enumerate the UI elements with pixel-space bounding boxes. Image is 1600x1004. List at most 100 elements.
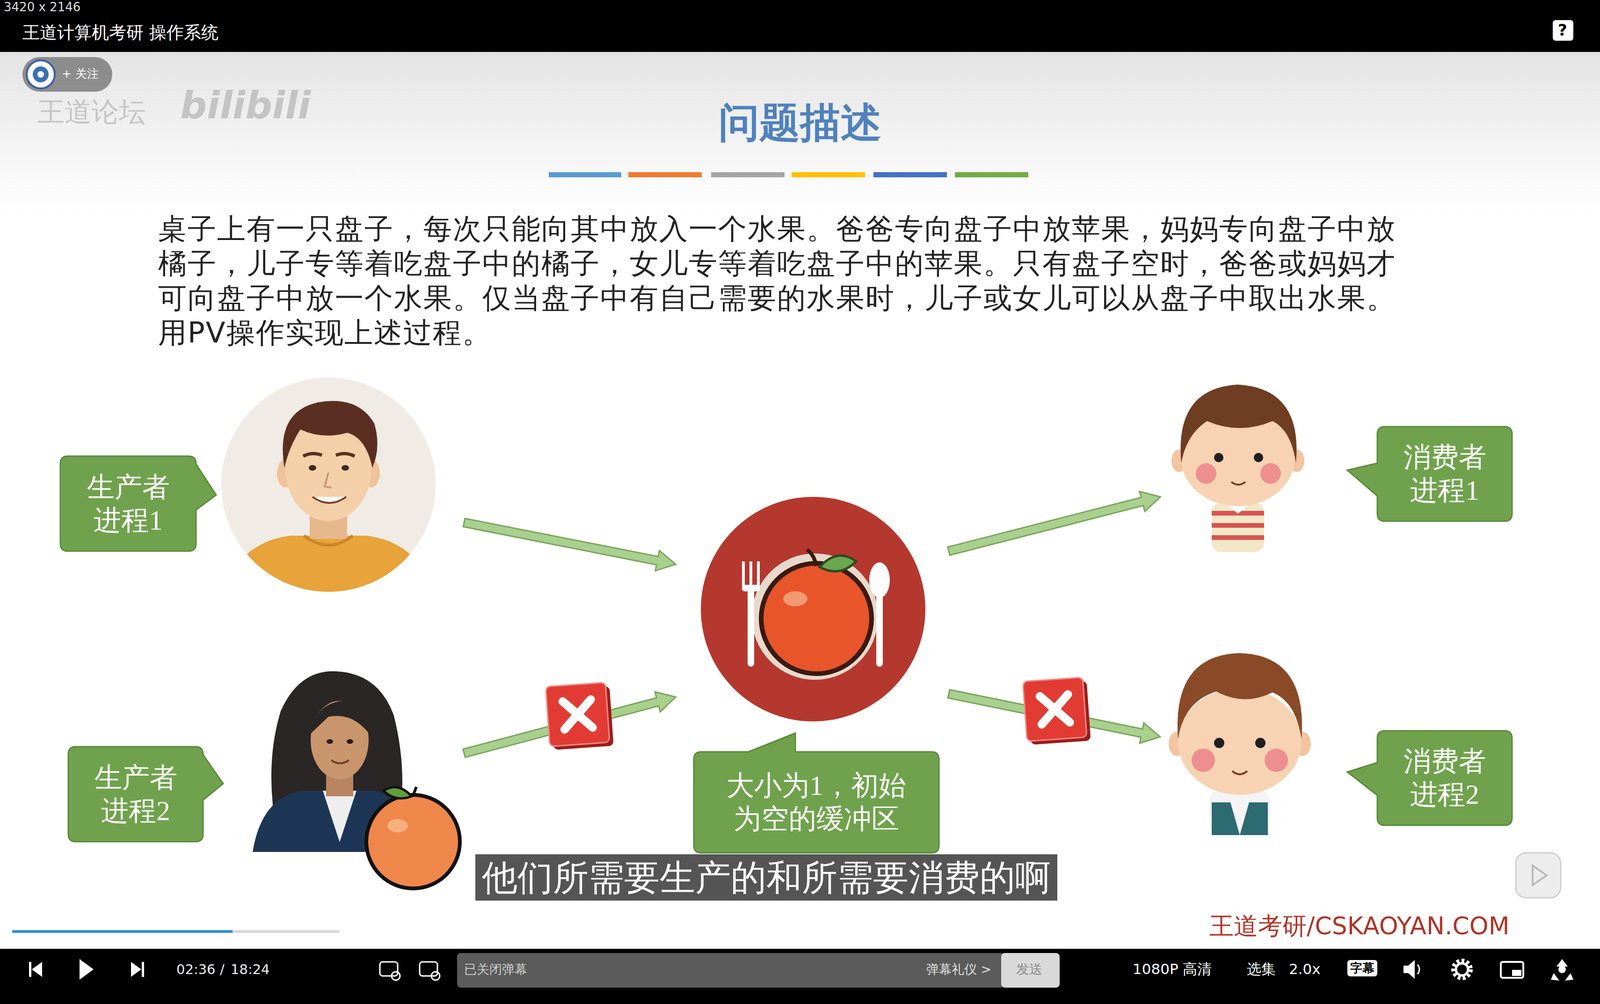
father-figure (215, 377, 442, 609)
progress-bar-part (12, 930, 233, 933)
plate-buffer-part (819, 555, 857, 572)
danmaku-icons-part (391, 971, 400, 981)
plate-buffer (700, 496, 926, 722)
callout-shape (1377, 426, 1513, 522)
subtitle-toggle: 字幕 (1347, 960, 1378, 977)
time-current: 02:36 (176, 961, 216, 978)
time-total: 18:24 (230, 961, 270, 978)
blocked-mark (1022, 676, 1091, 745)
father-figure-part (324, 472, 332, 488)
child-figure-2-part (1255, 737, 1266, 749)
danmaku-placeholder: 已关闭弹幕 (464, 961, 528, 977)
danmaku-icons-part (431, 971, 440, 981)
plate-buffer-part (807, 549, 817, 567)
subtitle: 他们所需要生产的和所需要消费的啊 (475, 854, 1058, 901)
child-figure-1-part (1214, 452, 1224, 463)
player-right-icons-part (1455, 963, 1469, 976)
child-figure-1-part (1180, 384, 1297, 464)
callout-outline (1347, 426, 1513, 522)
time-separator: / (219, 961, 225, 978)
mother-figure-part (322, 790, 357, 843)
orange-fruit-part (413, 786, 417, 796)
father-figure-part-part (215, 535, 442, 609)
father-figure-part (282, 400, 378, 468)
plate-buffer-part (876, 594, 883, 667)
player-controls-part (29, 961, 32, 977)
child-figure-2-part (1232, 770, 1248, 775)
side-play-icon-part (1515, 852, 1561, 898)
title-color-bars-part (711, 172, 785, 178)
plate-buffer-part (700, 496, 926, 722)
callout-shape (693, 751, 939, 853)
blocked-mark (545, 682, 614, 750)
callout-text: 生产者 进程1 (83, 470, 173, 538)
danmaku-input-part (1001, 952, 1060, 988)
danmaku-icons (379, 961, 440, 981)
mother-figure-part (331, 760, 350, 764)
player-controls-part (31, 961, 43, 977)
flow-arrow-part (462, 512, 678, 575)
danmaku-input-part (457, 952, 1005, 988)
orange-fruit (366, 786, 460, 889)
callout-outline (1347, 730, 1513, 826)
slide-ground (0, 51, 1600, 949)
danmaku-input (457, 952, 1060, 988)
callout-shape (68, 746, 204, 842)
title-color-bars-part (954, 172, 1029, 178)
side-play-icon (1515, 852, 1561, 898)
child-figure-1 (1171, 384, 1305, 553)
player-bar (0, 948, 1600, 1004)
blocked-mark-part (545, 682, 610, 747)
father-figure-part (341, 465, 350, 471)
plate-buffer-part (751, 553, 879, 680)
mother-figure-part (326, 739, 334, 744)
child-figure-1-part (1211, 535, 1265, 540)
help-mark: ? (1557, 20, 1568, 40)
orange-fruit-part (366, 794, 460, 889)
watermark: 王道论坛 (37, 95, 146, 129)
episodes-menu: 选集 (1246, 960, 1276, 978)
title-color-bars-part (873, 172, 947, 178)
player-right-icons-part (1558, 965, 1566, 974)
danmaku-etiquette: 弹幕礼仪 > (926, 961, 992, 977)
top-bar (0, 0, 1600, 52)
child-figure-2 (1168, 653, 1311, 836)
player-controls-part (79, 959, 94, 980)
callout-box: 消费者 进程1 (1377, 426, 1513, 522)
callout-text: 生产者 进程2 (91, 761, 181, 828)
child-figure-2-part (1214, 737, 1225, 749)
callout-box: 消费者 进程2 (1377, 730, 1513, 826)
child-figure-2-part (1178, 688, 1302, 795)
child-figure-1-part (1195, 463, 1217, 484)
orange-fruit-part (383, 786, 412, 799)
mother-figure-part (346, 739, 354, 744)
blocked-mark-part (1040, 694, 1070, 725)
callout-text: 消费者 进程1 (1400, 440, 1490, 508)
child-figure-2-part (1191, 748, 1215, 772)
player-right-icons-part (1512, 969, 1522, 976)
player-right-icons-part (1453, 960, 1471, 979)
player-right-icons-part (1417, 964, 1420, 975)
title-color-bars-part (791, 172, 866, 178)
plate-buffer-part (869, 562, 890, 598)
video-title: 王道计算机考研 操作系统 (22, 22, 219, 44)
father-figure-part (312, 496, 347, 503)
player-controls-part (141, 961, 145, 977)
help-icon (1552, 20, 1574, 41)
callout-box: 生产者 进程2 (68, 746, 204, 842)
danmaku-icons-part (379, 961, 398, 976)
follow-pill-part (26, 60, 55, 89)
father-figure-part (335, 453, 355, 457)
speed-menu: 2.0x (1288, 960, 1321, 978)
follow-button: + 关注 (61, 66, 99, 81)
progress-bar-part (12, 930, 340, 933)
title-color-bars (548, 172, 1029, 178)
child-figure-1-part (1260, 463, 1281, 484)
callout-box: 大小为1，初始 为空的缓冲区 (693, 751, 939, 853)
plate-buffer-part (747, 584, 755, 667)
title-color-bars-part (548, 172, 622, 178)
father-figure-part-part (304, 535, 353, 546)
blocked-mark-part (1022, 677, 1087, 742)
title-color-bars-part (628, 172, 702, 178)
